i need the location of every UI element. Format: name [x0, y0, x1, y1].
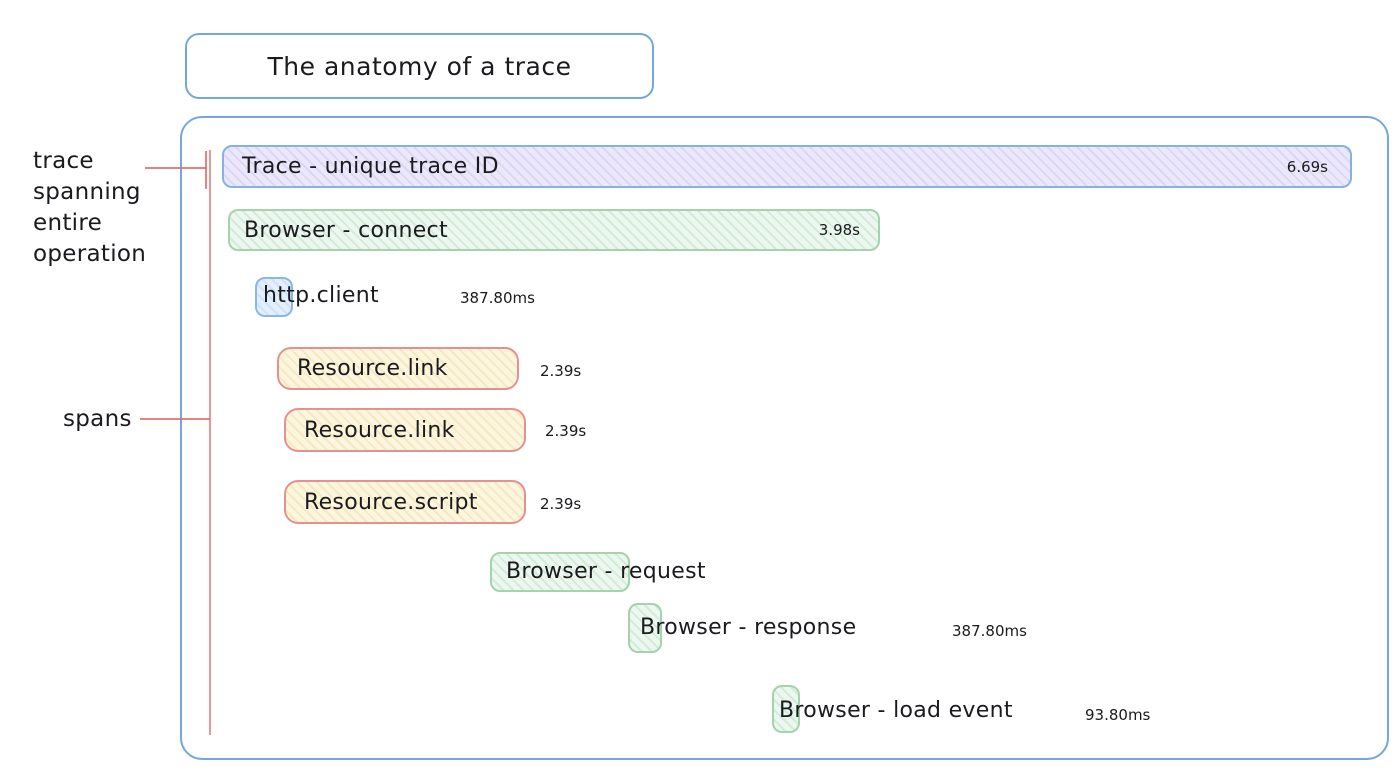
annotation-line-1: trace — [33, 148, 94, 174]
span-browser-connect-duration: 3.98s — [818, 221, 860, 239]
span-http-client-duration: 387.80ms — [460, 289, 535, 307]
spans-bracket-line — [209, 150, 211, 735]
span-browser-load-event-box — [772, 685, 800, 733]
span-resource-link-2-duration: 2.39s — [545, 422, 587, 440]
span-browser-load-event-label: Browser - load event — [779, 698, 1013, 723]
span-browser-request-box — [490, 552, 630, 592]
span-browser-response-label: Browser - response — [640, 615, 857, 640]
span-http-client-box — [255, 277, 293, 317]
span-browser-connect-label: Browser - connect — [244, 217, 448, 243]
trace-annotation-connector-line — [145, 167, 207, 169]
span-browser-load-event-duration: 93.80ms — [1085, 706, 1151, 724]
span-resource-link-1-label: Resource.link — [297, 356, 448, 381]
spans-annotation-connector-line — [140, 418, 210, 420]
span-browser-response-duration: 387.80ms — [952, 622, 1027, 640]
span-resource-link-2-box: Resource.link — [284, 408, 526, 452]
trace-bar-duration: 6.69s — [1286, 157, 1328, 176]
span-browser-connect: Browser - connect 3.98s — [228, 209, 880, 251]
annotation-line-2: spanning — [33, 179, 141, 205]
trace-outer-container — [180, 116, 1389, 760]
span-resource-link-2-label: Resource.link — [304, 417, 455, 443]
span-browser-request-label: Browser - request — [506, 559, 706, 584]
span-resource-script-label: Resource.script — [304, 489, 478, 515]
diagram-title: The anatomy of a trace — [267, 51, 572, 81]
annotation-trace-spanning: trace spanning entire operation — [33, 146, 146, 270]
span-resource-script-box: Resource.script — [284, 480, 526, 524]
title-box: The anatomy of a trace — [185, 33, 654, 99]
trace-bar: Trace - unique trace ID 6.69s — [222, 145, 1352, 188]
span-resource-link-1-box: Resource.link — [277, 347, 519, 390]
span-http-client-label: http.client — [263, 283, 379, 308]
span-browser-response-box — [628, 603, 662, 653]
span-resource-script-duration: 2.39s — [540, 495, 582, 513]
span-resource-link-1-duration: 2.39s — [540, 362, 582, 380]
trace-annotation-end-tick — [205, 151, 207, 189]
annotation-line-3: entire — [33, 210, 103, 236]
trace-bar-label: Trace - unique trace ID — [242, 154, 499, 179]
annotation-spans: spans — [63, 406, 132, 432]
annotation-line-4: operation — [33, 241, 147, 267]
